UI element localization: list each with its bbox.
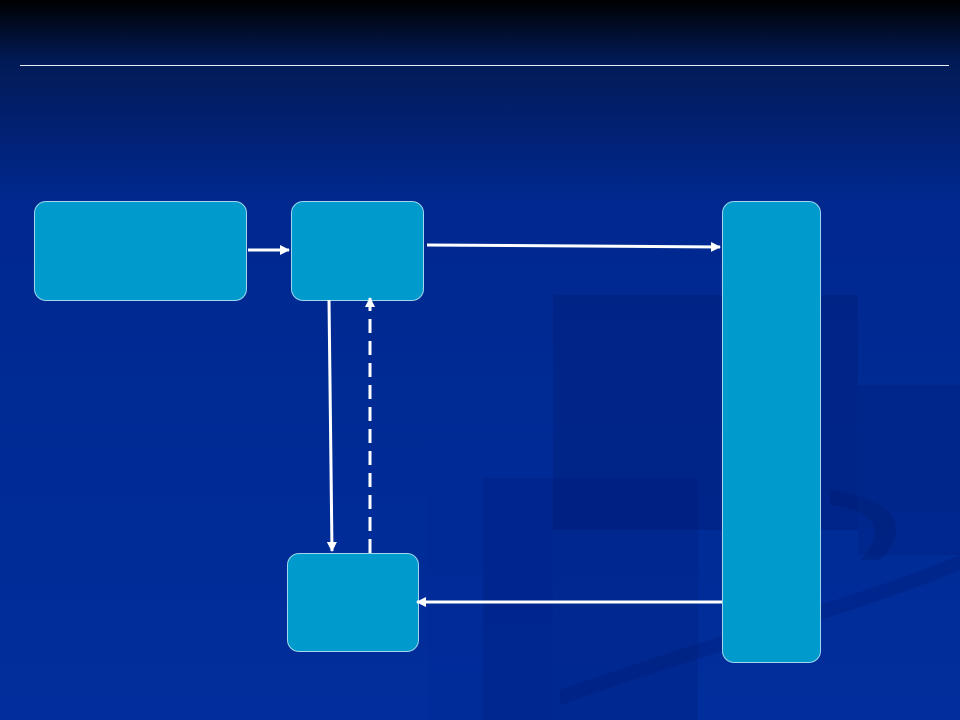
- diagram-node-c: [722, 201, 821, 663]
- diagram-node-a: [34, 201, 247, 301]
- diagram-node-d: [287, 553, 419, 652]
- background-watermark-shape: [858, 385, 960, 555]
- connector-arrow-b-to-d: [326, 299, 337, 552]
- title-divider-line: [20, 65, 949, 66]
- background-watermark-shape: [483, 478, 698, 720]
- watermark-swoosh-path: [830, 490, 896, 560]
- diagram-node-b: [291, 201, 424, 301]
- background-watermark-shape: [428, 440, 553, 720]
- connector-arrow-b-to-c: [426, 241, 721, 252]
